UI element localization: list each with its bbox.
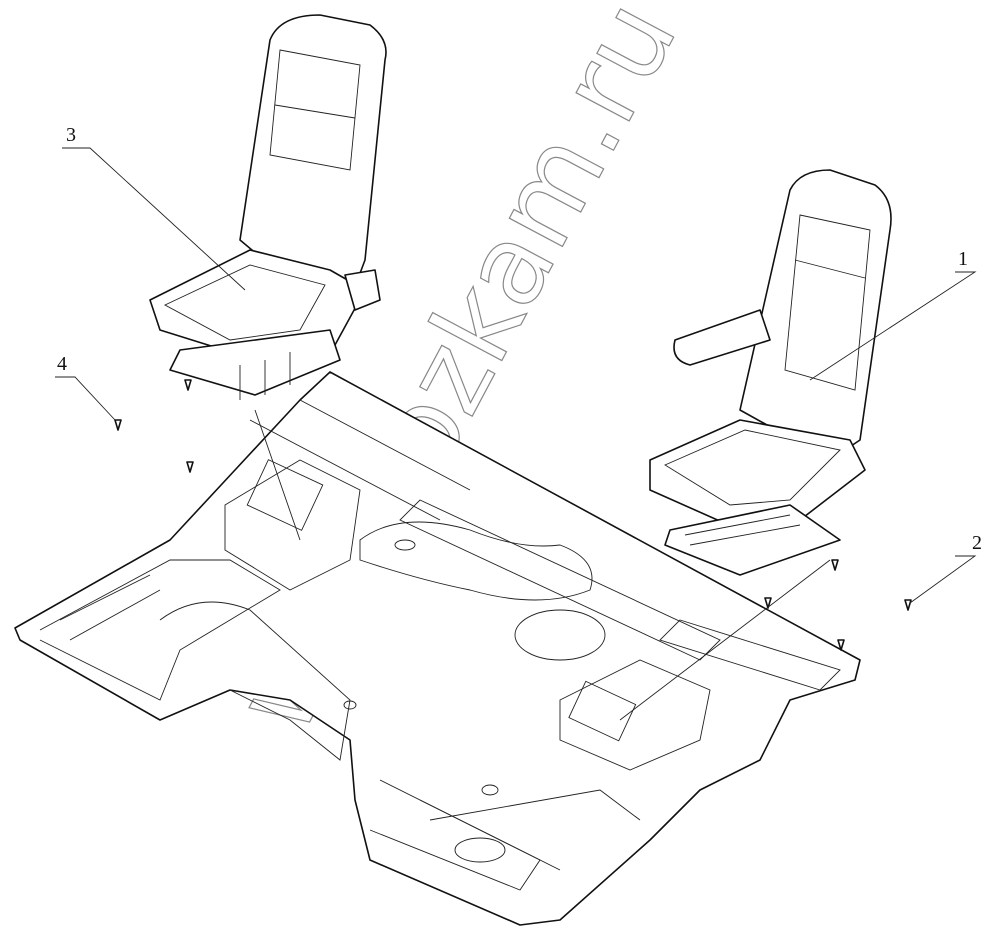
callout-3: 3 — [66, 124, 76, 146]
cab-floor-panel — [14, 371, 861, 926]
callout-1: 1 — [958, 248, 968, 270]
seat-right — [649, 169, 892, 576]
callout-2: 2 — [972, 532, 982, 554]
seat-left — [149, 14, 387, 400]
leader-lines — [55, 147, 977, 721]
callout-4: 4 — [57, 353, 67, 375]
bolts — [114, 379, 912, 651]
